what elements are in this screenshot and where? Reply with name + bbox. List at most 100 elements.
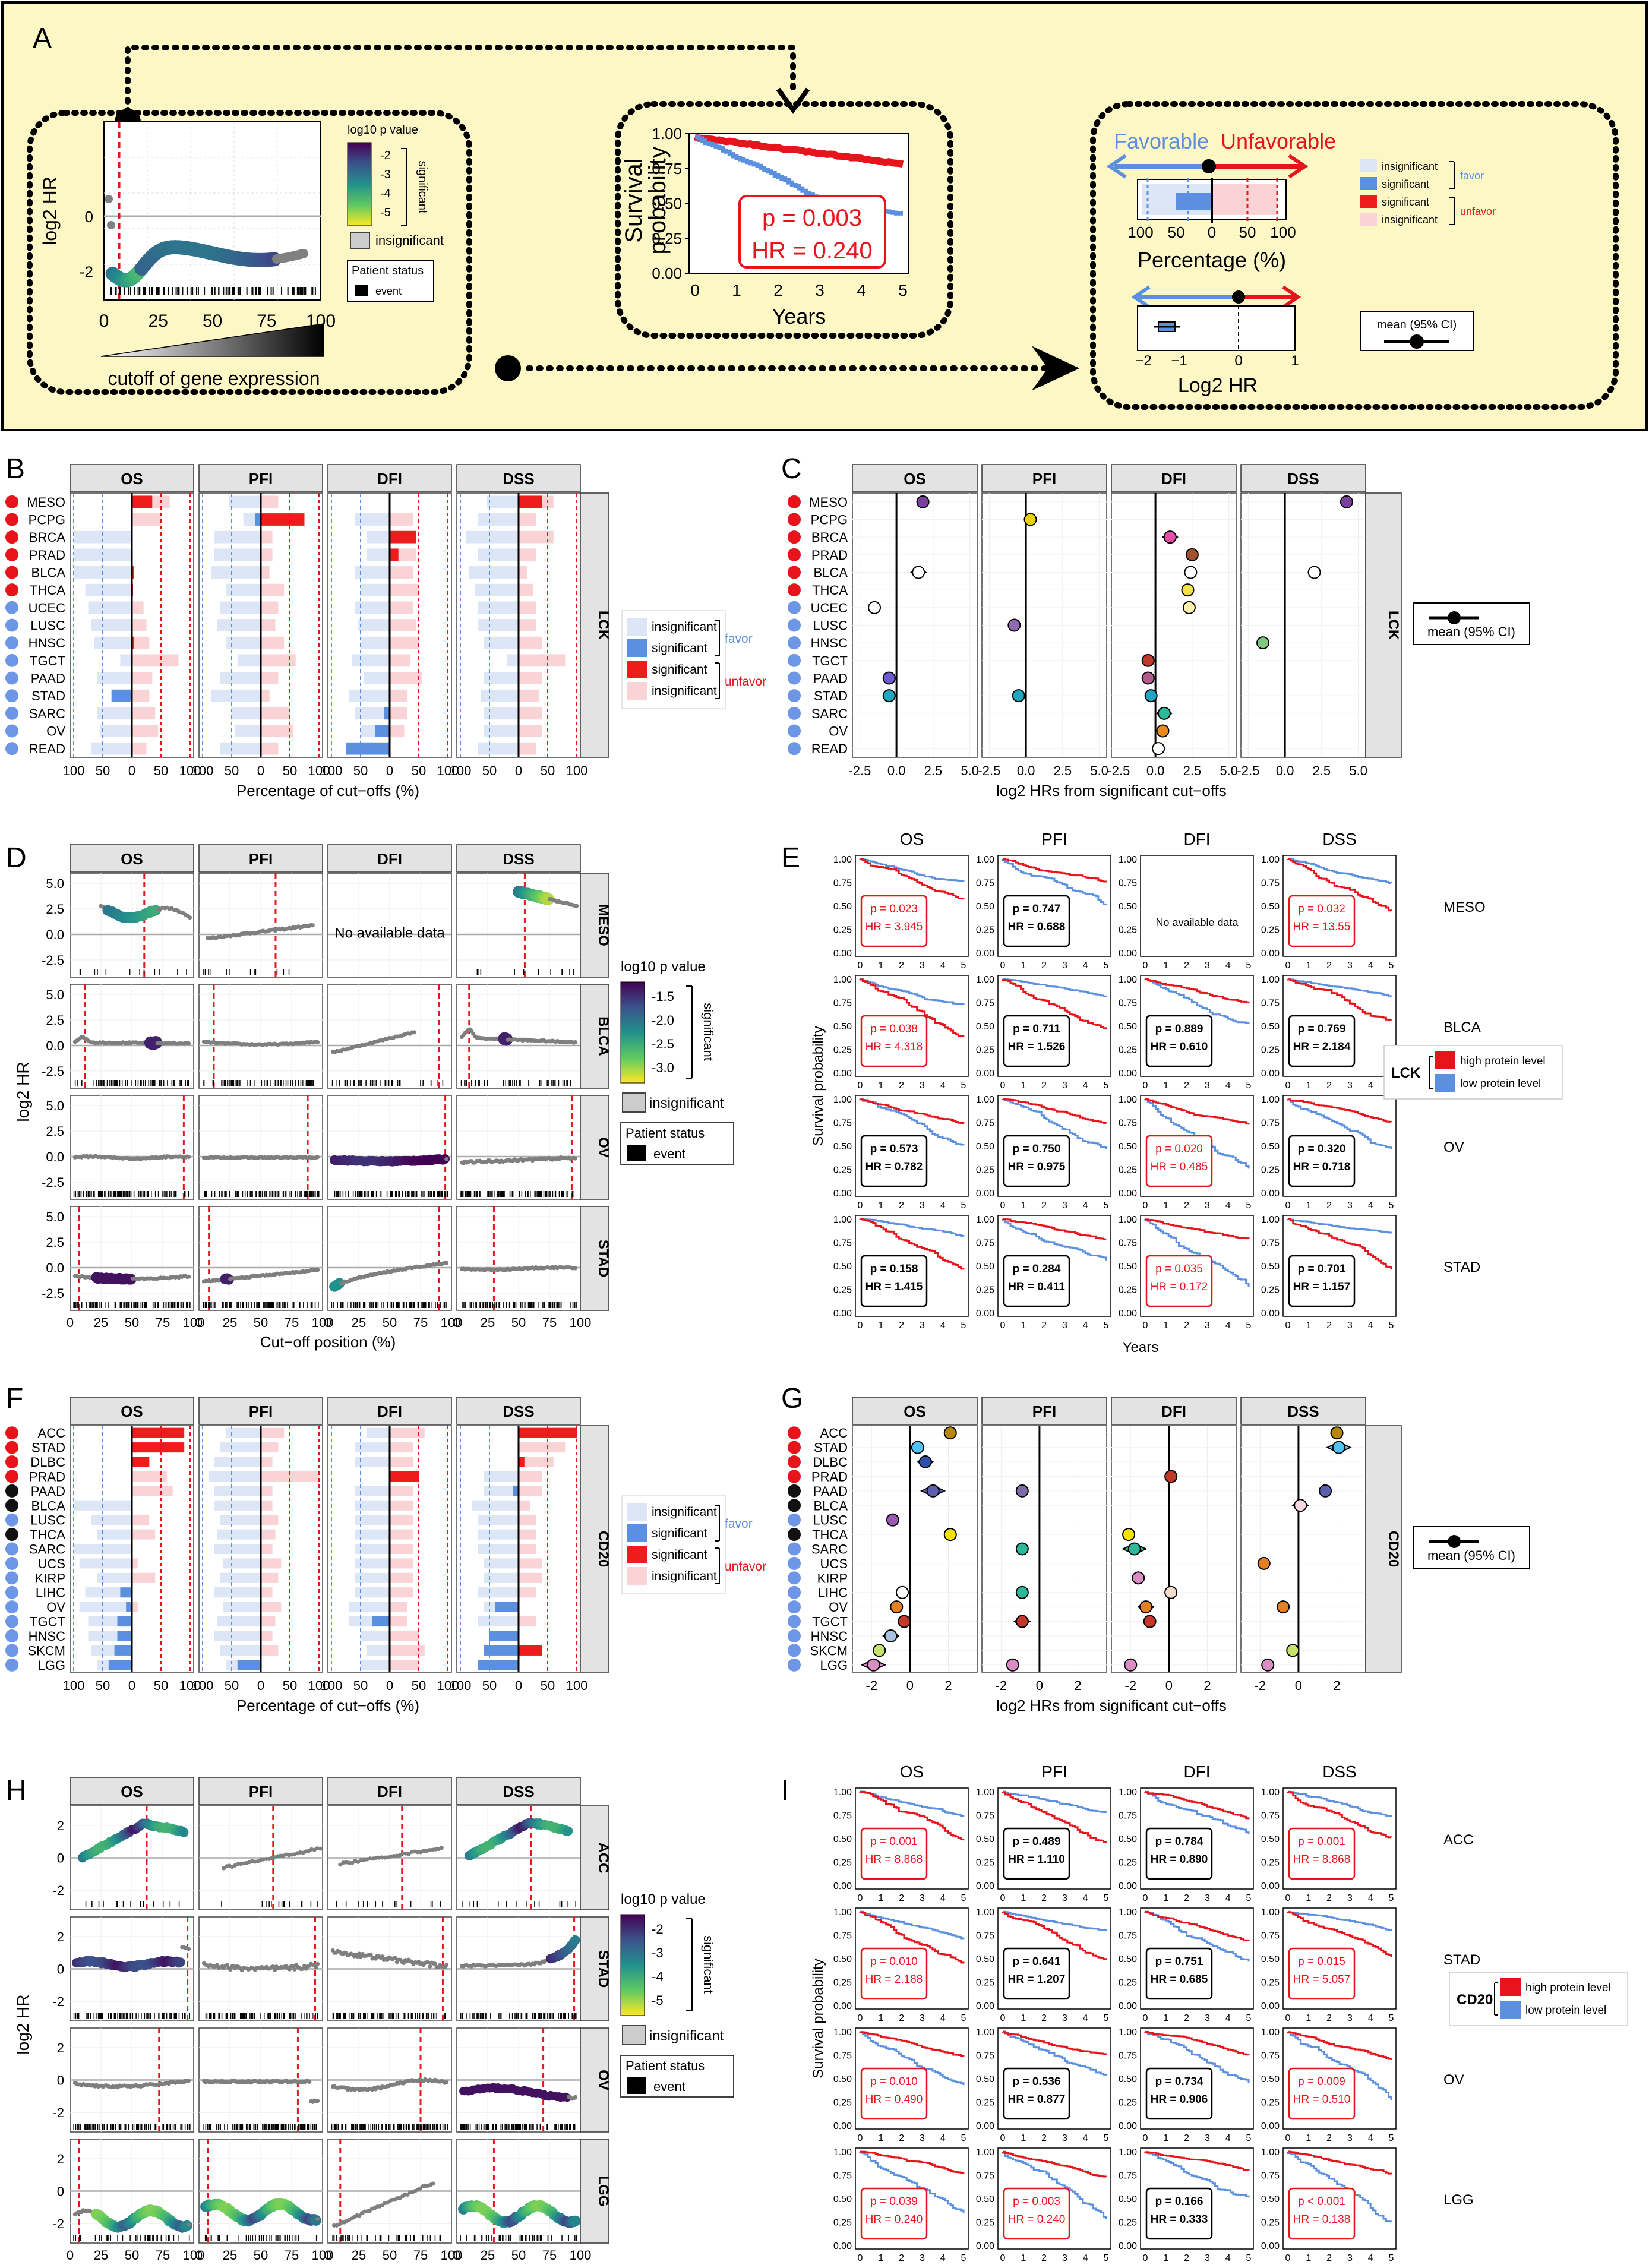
hr-point (187, 1947, 191, 1951)
bar-favor-insig (355, 1529, 390, 1540)
hr-mean-dot (884, 1629, 898, 1642)
bar-unfavor-insig (132, 1529, 156, 1540)
bar-favor-insig (91, 1515, 132, 1525)
x-tick: 2.5 (1313, 763, 1331, 778)
x-tick: 100 (192, 1678, 214, 1693)
y-tick: -2.5 (42, 1286, 64, 1301)
y-axis-label: Survival (621, 158, 647, 242)
hr-point (105, 195, 113, 203)
bar-unfavor-insig (519, 1442, 566, 1453)
x-tick: 2.5 (1054, 763, 1072, 778)
mean-ci-legend (1413, 1526, 1530, 1569)
bar-favor-insig (481, 689, 519, 702)
bar-favor-insig (472, 1500, 519, 1511)
bar-unfavor-insig (261, 742, 279, 755)
row-label: STAD (595, 1950, 611, 1988)
cancer-dot (788, 706, 801, 720)
x-tick: 50 (254, 1315, 268, 1330)
bar-favor-sig (513, 1486, 519, 1496)
bar-unfavor-insig (519, 583, 533, 596)
x-tick: 0 (99, 311, 109, 331)
hr-mean-dot (1156, 724, 1170, 738)
y-tick: 0.75 (652, 160, 682, 178)
x-tick: 100 (192, 763, 214, 778)
hr-mean-dot (1257, 1556, 1271, 1570)
bar-favor-sig (255, 513, 261, 526)
y-tick: -2 (52, 1883, 64, 1898)
hr-mean-dot (873, 1644, 886, 1657)
hr-mean-dot (1286, 1644, 1300, 1657)
hr-mean-dot (1015, 1542, 1029, 1556)
cancer-label: PRAD (29, 548, 65, 563)
x-tick: 100 (308, 1678, 330, 1693)
legend-favor: favor (1460, 170, 1484, 182)
legend-label: significant (652, 663, 707, 677)
cancer-label: LIHC (818, 1585, 848, 1600)
bar-unfavor-insig (132, 725, 159, 737)
cancer-dot (788, 513, 801, 526)
x-tick: 50 (283, 1678, 297, 1693)
bar-unfavor-insig (132, 672, 153, 684)
cancer-dot (5, 1513, 18, 1527)
bar-favor-insig (366, 530, 390, 544)
bar-favor-insig (487, 495, 519, 508)
cancer-label: THCA (30, 583, 65, 598)
bar-favor-insig (79, 1602, 132, 1612)
x-tick: 25 (149, 311, 168, 331)
facet-strip (456, 844, 581, 873)
bar-favor-insig (220, 601, 261, 614)
colorbar-tick: -2 (380, 149, 391, 162)
x-tick: 50 (203, 311, 222, 331)
pct-bar-favor-sig (1176, 193, 1212, 210)
bar-favor-insig (478, 742, 519, 755)
cancer-dot (5, 1528, 18, 1542)
x-tick: −2 (1135, 353, 1151, 369)
bar-unfavor-insig (261, 1442, 279, 1453)
cancer-dot (788, 618, 801, 632)
facet-label: DSS (503, 850, 534, 868)
bar-unfavor-insig (519, 725, 542, 737)
cancer-dot (788, 601, 801, 614)
bar-favor-insig (478, 1616, 519, 1627)
x-tick: -2 (1125, 1678, 1137, 1693)
bar-unfavor-insig (519, 1515, 536, 1525)
cancer-dot (5, 1499, 18, 1512)
legend-key (1360, 195, 1377, 208)
cancer-dot (5, 1629, 18, 1642)
cancer-dot (5, 1644, 18, 1657)
hr-point (573, 1040, 578, 1044)
hr-mean-dot (1122, 1528, 1136, 1542)
hr-point (444, 1157, 449, 1161)
flow-arrow-top (125, 45, 796, 125)
x-axis-label: log2 HRs from significant cut−offs (996, 1697, 1227, 1714)
facet-label: DSS (503, 1783, 534, 1800)
bar-favor-insig (355, 1515, 390, 1525)
bar-unfavor-insig (390, 636, 419, 649)
facet-strip (1111, 1397, 1237, 1425)
row-strip (580, 873, 609, 978)
hr-mean-dot (1294, 1499, 1307, 1512)
x-tick: 50 (96, 1678, 110, 1693)
cancer-label: LUSC (813, 618, 848, 633)
hr-point (357, 1951, 362, 1956)
bar-favor-insig (226, 1427, 261, 1438)
cancer-label: BLCA (31, 1498, 66, 1513)
facet-strip (70, 1777, 194, 1805)
bar-favor-sig (484, 1645, 519, 1656)
bar-unfavor-insig (390, 672, 422, 684)
hr-point (315, 1268, 320, 1272)
cancer-label: MESO (809, 495, 848, 510)
cancer-dot (788, 495, 801, 508)
hr-mean-dot (867, 1658, 880, 1672)
cancer-label: OV (46, 1600, 65, 1615)
legend-label: significant (652, 642, 707, 655)
cancer-dot (788, 653, 801, 667)
pct-axis-label: Percentage (%) (1138, 248, 1286, 272)
bar-unfavor-insig (390, 583, 419, 596)
bar-unfavor-insig (261, 619, 276, 631)
hr-mean-dot (1307, 566, 1321, 579)
x-tick: -2 (866, 1678, 878, 1693)
mean-ci-label: mean (95% CI) (1377, 318, 1457, 331)
legend-key (1360, 159, 1377, 172)
colorbar-tick: -2.0 (652, 1013, 674, 1028)
